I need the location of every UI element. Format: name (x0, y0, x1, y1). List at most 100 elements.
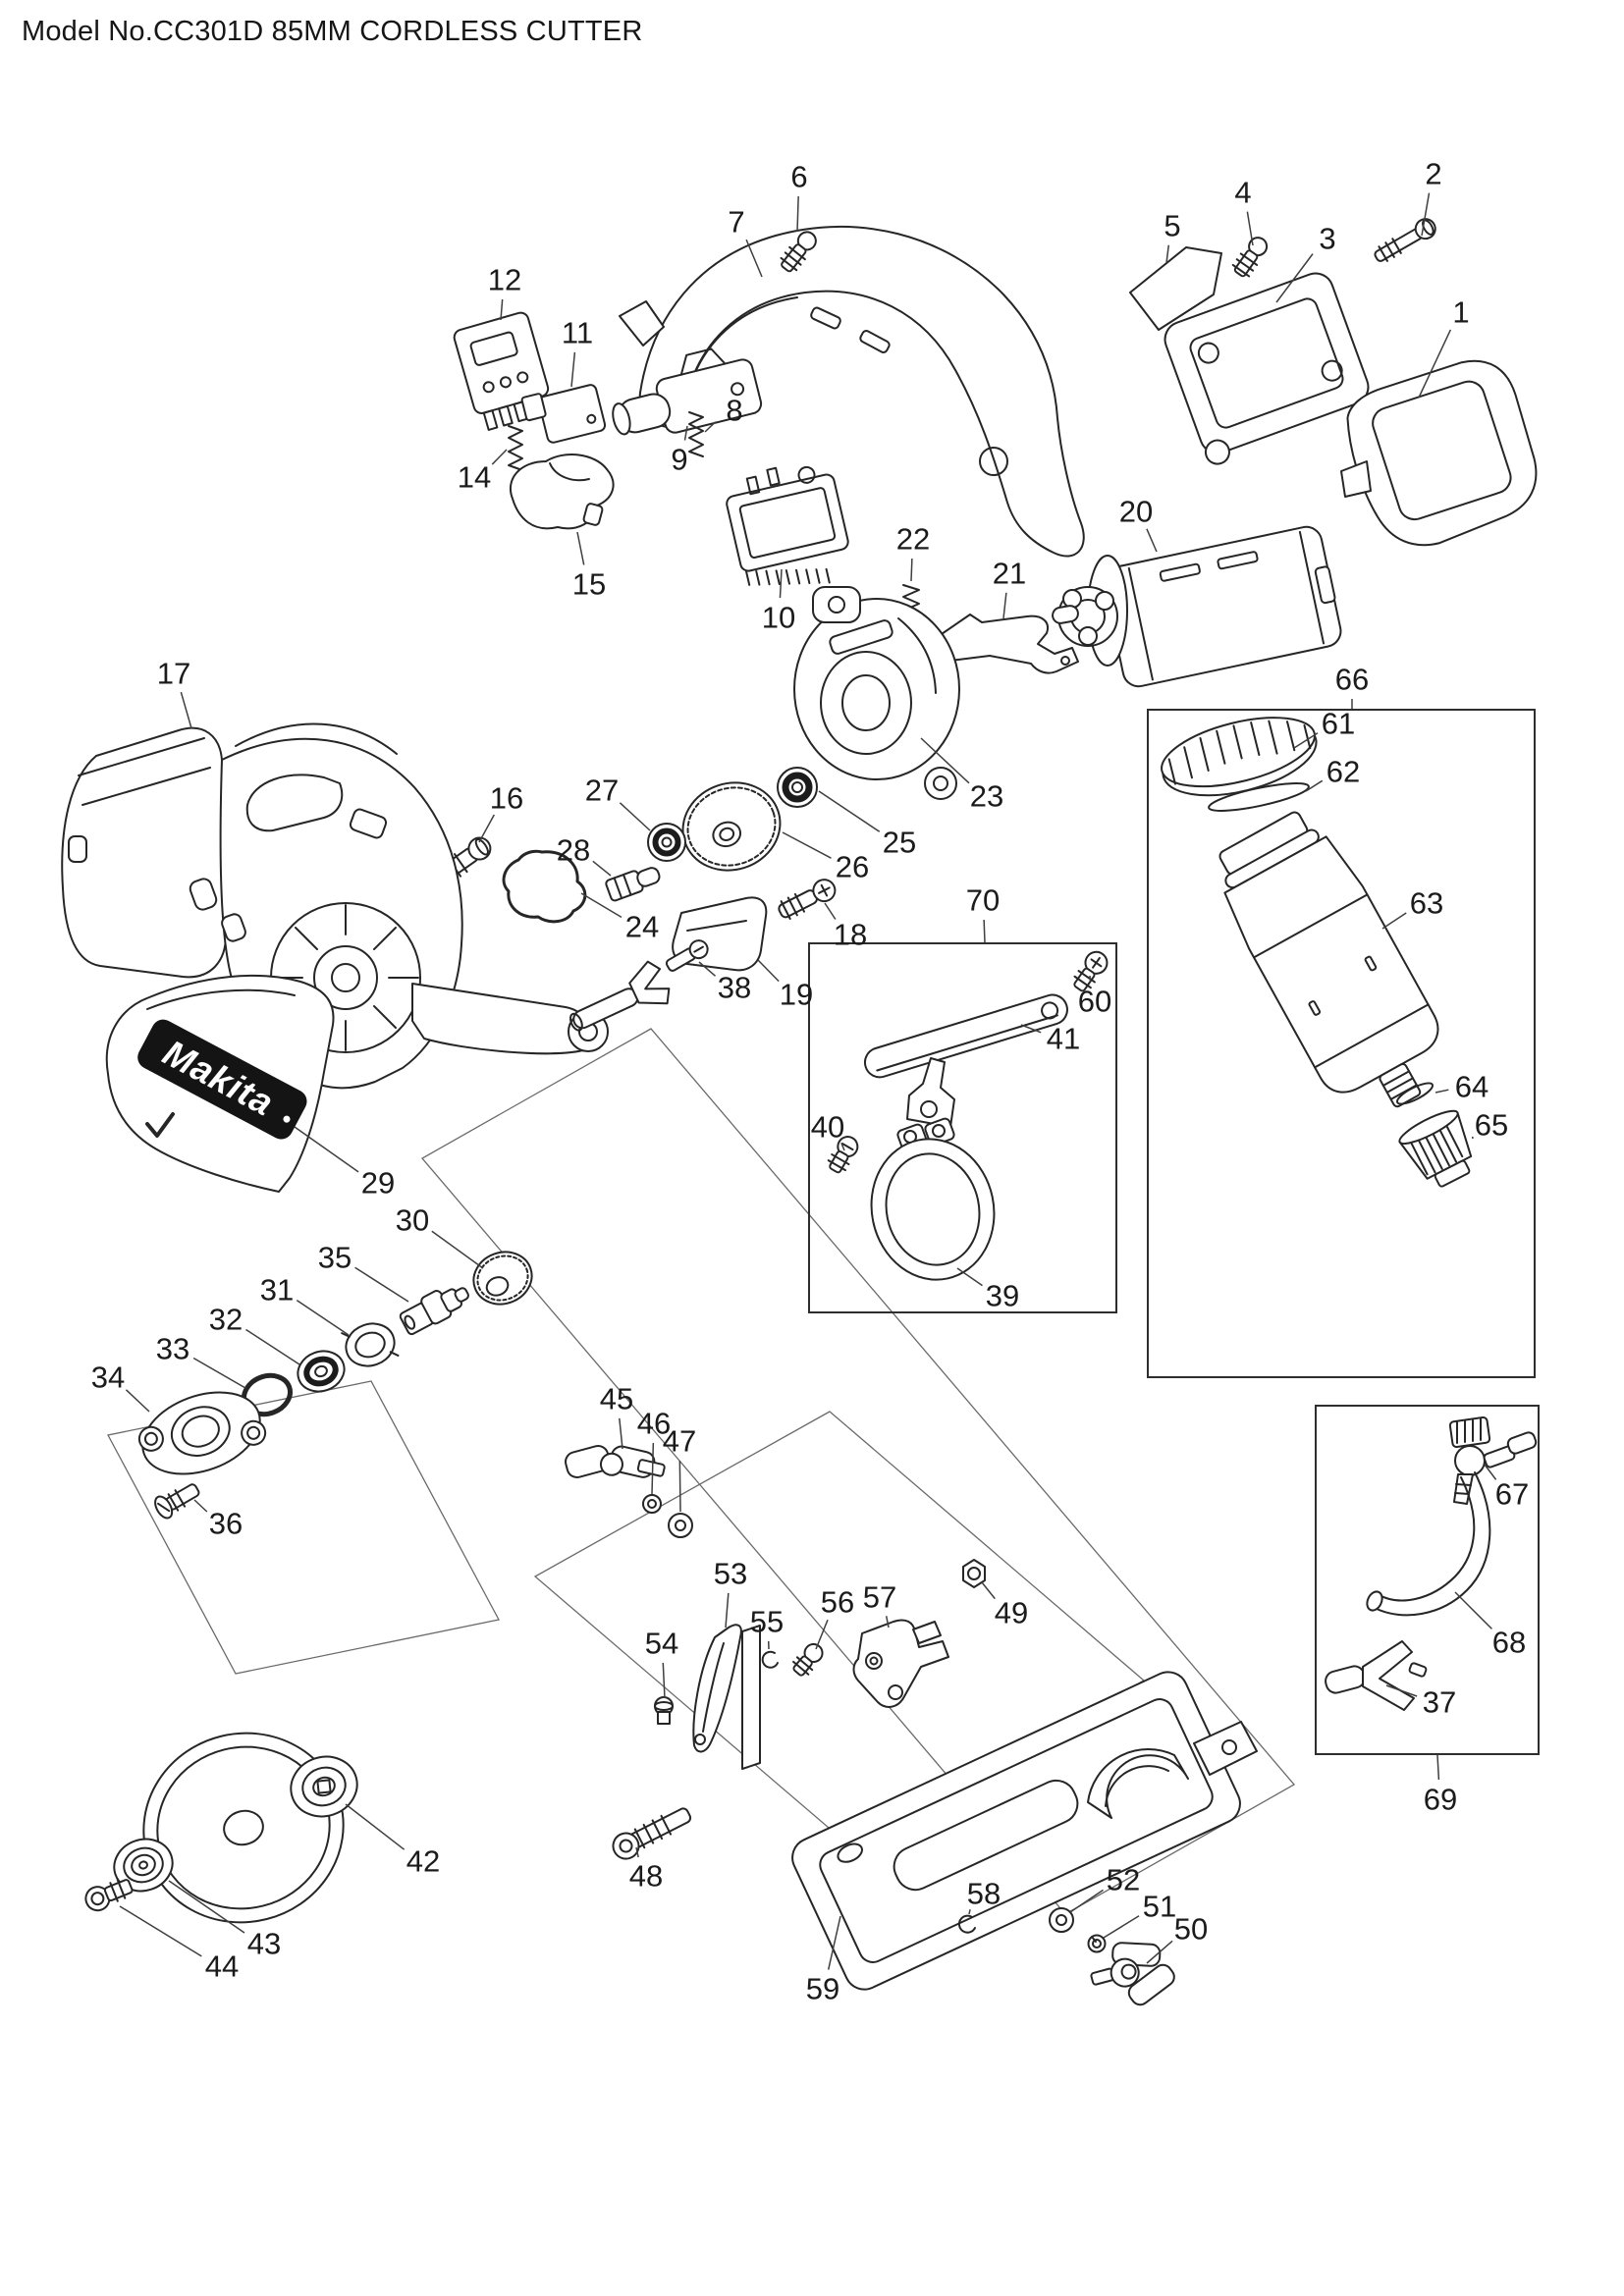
part-40-screw (827, 1136, 859, 1174)
part-label-57: 57 (863, 1580, 896, 1615)
leader-line-6 (796, 195, 799, 233)
part-55-circlip (761, 1650, 779, 1669)
part-5-label-sheet (1129, 246, 1222, 331)
part-label-28: 28 (557, 833, 590, 868)
part-label-29: 29 (361, 1166, 395, 1201)
labels-layer: 1234567891011121415161718192021222324252… (91, 157, 1529, 2006)
part-49-nut (962, 1559, 986, 1588)
part-label-19: 19 (780, 978, 813, 1012)
leader-line-8 (704, 421, 717, 433)
leader-line-28 (592, 860, 612, 877)
part-label-70: 70 (966, 883, 1000, 918)
leader-line-64 (1435, 1089, 1449, 1094)
part-label-65: 65 (1475, 1108, 1508, 1143)
part-label-66: 66 (1335, 663, 1369, 697)
part-label-5: 5 (1164, 209, 1180, 243)
part-64-washer (1395, 1082, 1435, 1105)
part-56-screw (792, 1643, 824, 1677)
part-label-42: 42 (406, 1844, 440, 1879)
leader-line-39 (956, 1267, 983, 1287)
part-label-15: 15 (572, 567, 606, 602)
leader-line-40 (840, 1143, 845, 1151)
part-42-inner-flange (290, 1755, 358, 1818)
leader-line-4 (1246, 211, 1254, 246)
page-title: Model No.CC301D 85MM CORDLESS CUTTER (22, 16, 643, 47)
leader-line-5 (1165, 244, 1170, 264)
part-label-27: 27 (585, 774, 619, 808)
leader-line-61 (1293, 732, 1319, 749)
part-67-valve (1448, 1415, 1538, 1505)
part-2-screw (1374, 218, 1436, 262)
leader-line-17 (180, 691, 192, 729)
part-label-59: 59 (806, 1972, 839, 2006)
part-62-o-ring (1208, 782, 1310, 812)
part-label-61: 61 (1322, 707, 1355, 741)
leader-line-14 (491, 449, 508, 465)
leader-line-22 (910, 558, 913, 582)
part-4-screw (1231, 237, 1269, 278)
leader-line-29 (294, 1126, 359, 1173)
leader-line-36 (193, 1499, 208, 1513)
part-label-20: 20 (1119, 495, 1153, 529)
part-label-55: 55 (750, 1605, 784, 1639)
part-58-circlip (957, 1914, 976, 1934)
part-54-screw (654, 1696, 674, 1725)
part-43-outer-flange (113, 1838, 174, 1893)
part-35-spindle (399, 1287, 469, 1336)
leader-line-3 (1275, 253, 1314, 303)
leader-line-23 (920, 737, 970, 784)
part-label-37: 37 (1423, 1685, 1456, 1720)
leader-line-58 (968, 1909, 971, 1915)
leader-line-44 (119, 1905, 202, 1957)
leader-line-30 (431, 1230, 484, 1269)
part-47-washer (668, 1513, 693, 1538)
leader-line-50 (1146, 1940, 1173, 1964)
leader-line-19 (757, 959, 780, 983)
leader-line-67 (1484, 1464, 1497, 1480)
leader-line-48 (635, 1846, 639, 1858)
leader-line-35 (354, 1266, 409, 1303)
part-1-housing-cover (1340, 359, 1538, 547)
leader-line-7 (745, 239, 763, 278)
part-label-22: 22 (896, 522, 930, 557)
part-60-screw (1073, 950, 1109, 992)
part-label-50: 50 (1174, 1912, 1208, 1947)
part-61-cap (1161, 717, 1318, 797)
part-label-26: 26 (836, 850, 869, 884)
part-34-flange (137, 1391, 267, 1475)
part-label-32: 32 (209, 1303, 243, 1337)
part-label-36: 36 (209, 1507, 243, 1541)
part-53-guide (692, 1624, 742, 1753)
part-25-bearing (777, 767, 818, 808)
part-label-8: 8 (726, 394, 742, 428)
leader-line-63 (1381, 912, 1407, 930)
leader-line-32 (245, 1328, 300, 1365)
leader-line-46 (651, 1442, 655, 1495)
leader-line-34 (125, 1389, 150, 1413)
part-label-68: 68 (1492, 1626, 1526, 1660)
leader-line-16 (478, 814, 495, 843)
bottle-group-box (1147, 709, 1536, 1378)
leader-line-59 (827, 1915, 841, 1970)
leader-line-33 (192, 1357, 246, 1389)
leader-line-31 (296, 1300, 350, 1336)
part-52-washer (1049, 1907, 1074, 1933)
part-label-69: 69 (1424, 1783, 1457, 1817)
part-label-39: 39 (986, 1279, 1019, 1313)
part-label-63: 63 (1410, 886, 1443, 921)
part-label-21: 21 (993, 557, 1026, 591)
part-label-38: 38 (718, 971, 751, 1005)
part-label-60: 60 (1078, 985, 1111, 1019)
leader-line-18 (824, 902, 837, 920)
leader-line-38 (698, 961, 717, 977)
part-51-lock-washer (1087, 1934, 1107, 1953)
part-11-switch-block (520, 384, 607, 444)
part-12-controller (453, 311, 550, 431)
part-6-screw (780, 231, 817, 273)
leader-line-56 (815, 1619, 829, 1650)
part-label-53: 53 (714, 1557, 747, 1591)
part-label-33: 33 (156, 1332, 189, 1366)
part-46-washer (642, 1494, 662, 1514)
part-label-48: 48 (629, 1859, 663, 1894)
part-44-bolt (84, 1879, 134, 1912)
